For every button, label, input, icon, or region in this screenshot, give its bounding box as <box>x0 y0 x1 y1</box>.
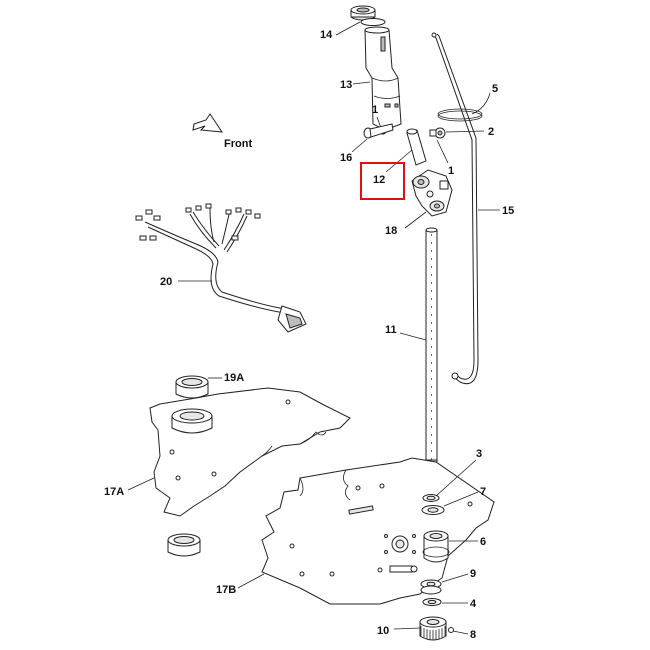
leader-16 <box>351 138 368 153</box>
part-16-bolt <box>363 123 394 139</box>
callout-14: 14 <box>320 29 333 41</box>
part-19a-bushing-mid <box>171 408 213 434</box>
callout-13: 13 <box>340 79 352 91</box>
part-2-nut <box>429 127 446 139</box>
callout-17a: 17A <box>104 486 124 498</box>
part-6-bearing <box>422 530 450 563</box>
part-11-shaft <box>425 227 438 477</box>
callout-6: 6 <box>480 536 486 548</box>
leader-7 <box>443 491 479 507</box>
leader-5 <box>471 92 491 115</box>
callout-20: 20 <box>160 276 172 288</box>
leader-14 <box>335 21 361 36</box>
part-3-washer <box>422 494 440 502</box>
part-20-wire-harness <box>135 203 307 333</box>
part-17b-base-plate <box>261 457 495 605</box>
part-13-upper-tube <box>364 26 402 131</box>
part-10-gear <box>419 616 447 641</box>
callout-2: 2 <box>488 126 494 138</box>
callout-19a: 19A <box>224 372 244 384</box>
callout-16: 16 <box>340 152 352 164</box>
callout-15: 15 <box>502 205 514 217</box>
callout-11: 11 <box>385 324 397 336</box>
callout-10: 10 <box>377 625 389 637</box>
callout-4: 4 <box>470 598 477 610</box>
part-19a-bushing-upper <box>175 375 209 399</box>
callout-1-upper: 1 <box>372 104 378 116</box>
part-9-spacer <box>420 579 442 595</box>
callout-5: 5 <box>492 83 498 95</box>
leader-10 <box>393 627 421 630</box>
part-12-sleeve <box>406 128 427 166</box>
callout-17b: 17B <box>216 584 236 596</box>
part-19a-bushing-lower <box>167 533 201 557</box>
leader-13 <box>352 81 371 85</box>
leader-17b <box>237 573 265 589</box>
part-8-nut <box>448 627 454 633</box>
part-4-washer <box>422 598 442 606</box>
callout-12: 12 <box>373 174 385 186</box>
front-arrow-icon <box>192 113 223 133</box>
part-15-cable <box>431 32 479 385</box>
leader-8 <box>452 630 469 635</box>
leader-12 <box>385 149 413 173</box>
leader-18 <box>404 211 427 229</box>
highlight-box-12 <box>360 162 405 200</box>
callout-7: 7 <box>480 486 486 498</box>
leader-9 <box>441 573 469 583</box>
callout-9: 9 <box>470 568 476 580</box>
front-label: Front <box>224 138 252 150</box>
leader-1-lower <box>436 139 449 164</box>
callout-8: 8 <box>470 629 476 641</box>
part-5-clip-ring <box>437 108 483 122</box>
leader-3 <box>435 459 477 497</box>
part-7-ring <box>421 505 445 515</box>
leader-17a <box>127 477 155 491</box>
part-18-universal-joint <box>411 169 453 217</box>
callout-18: 18 <box>385 225 397 237</box>
leader-11 <box>399 332 427 341</box>
callout-1-lower: 1 <box>448 165 454 177</box>
leader-2 <box>445 130 485 133</box>
part-14-cap <box>350 5 386 26</box>
callout-3: 3 <box>476 448 482 460</box>
